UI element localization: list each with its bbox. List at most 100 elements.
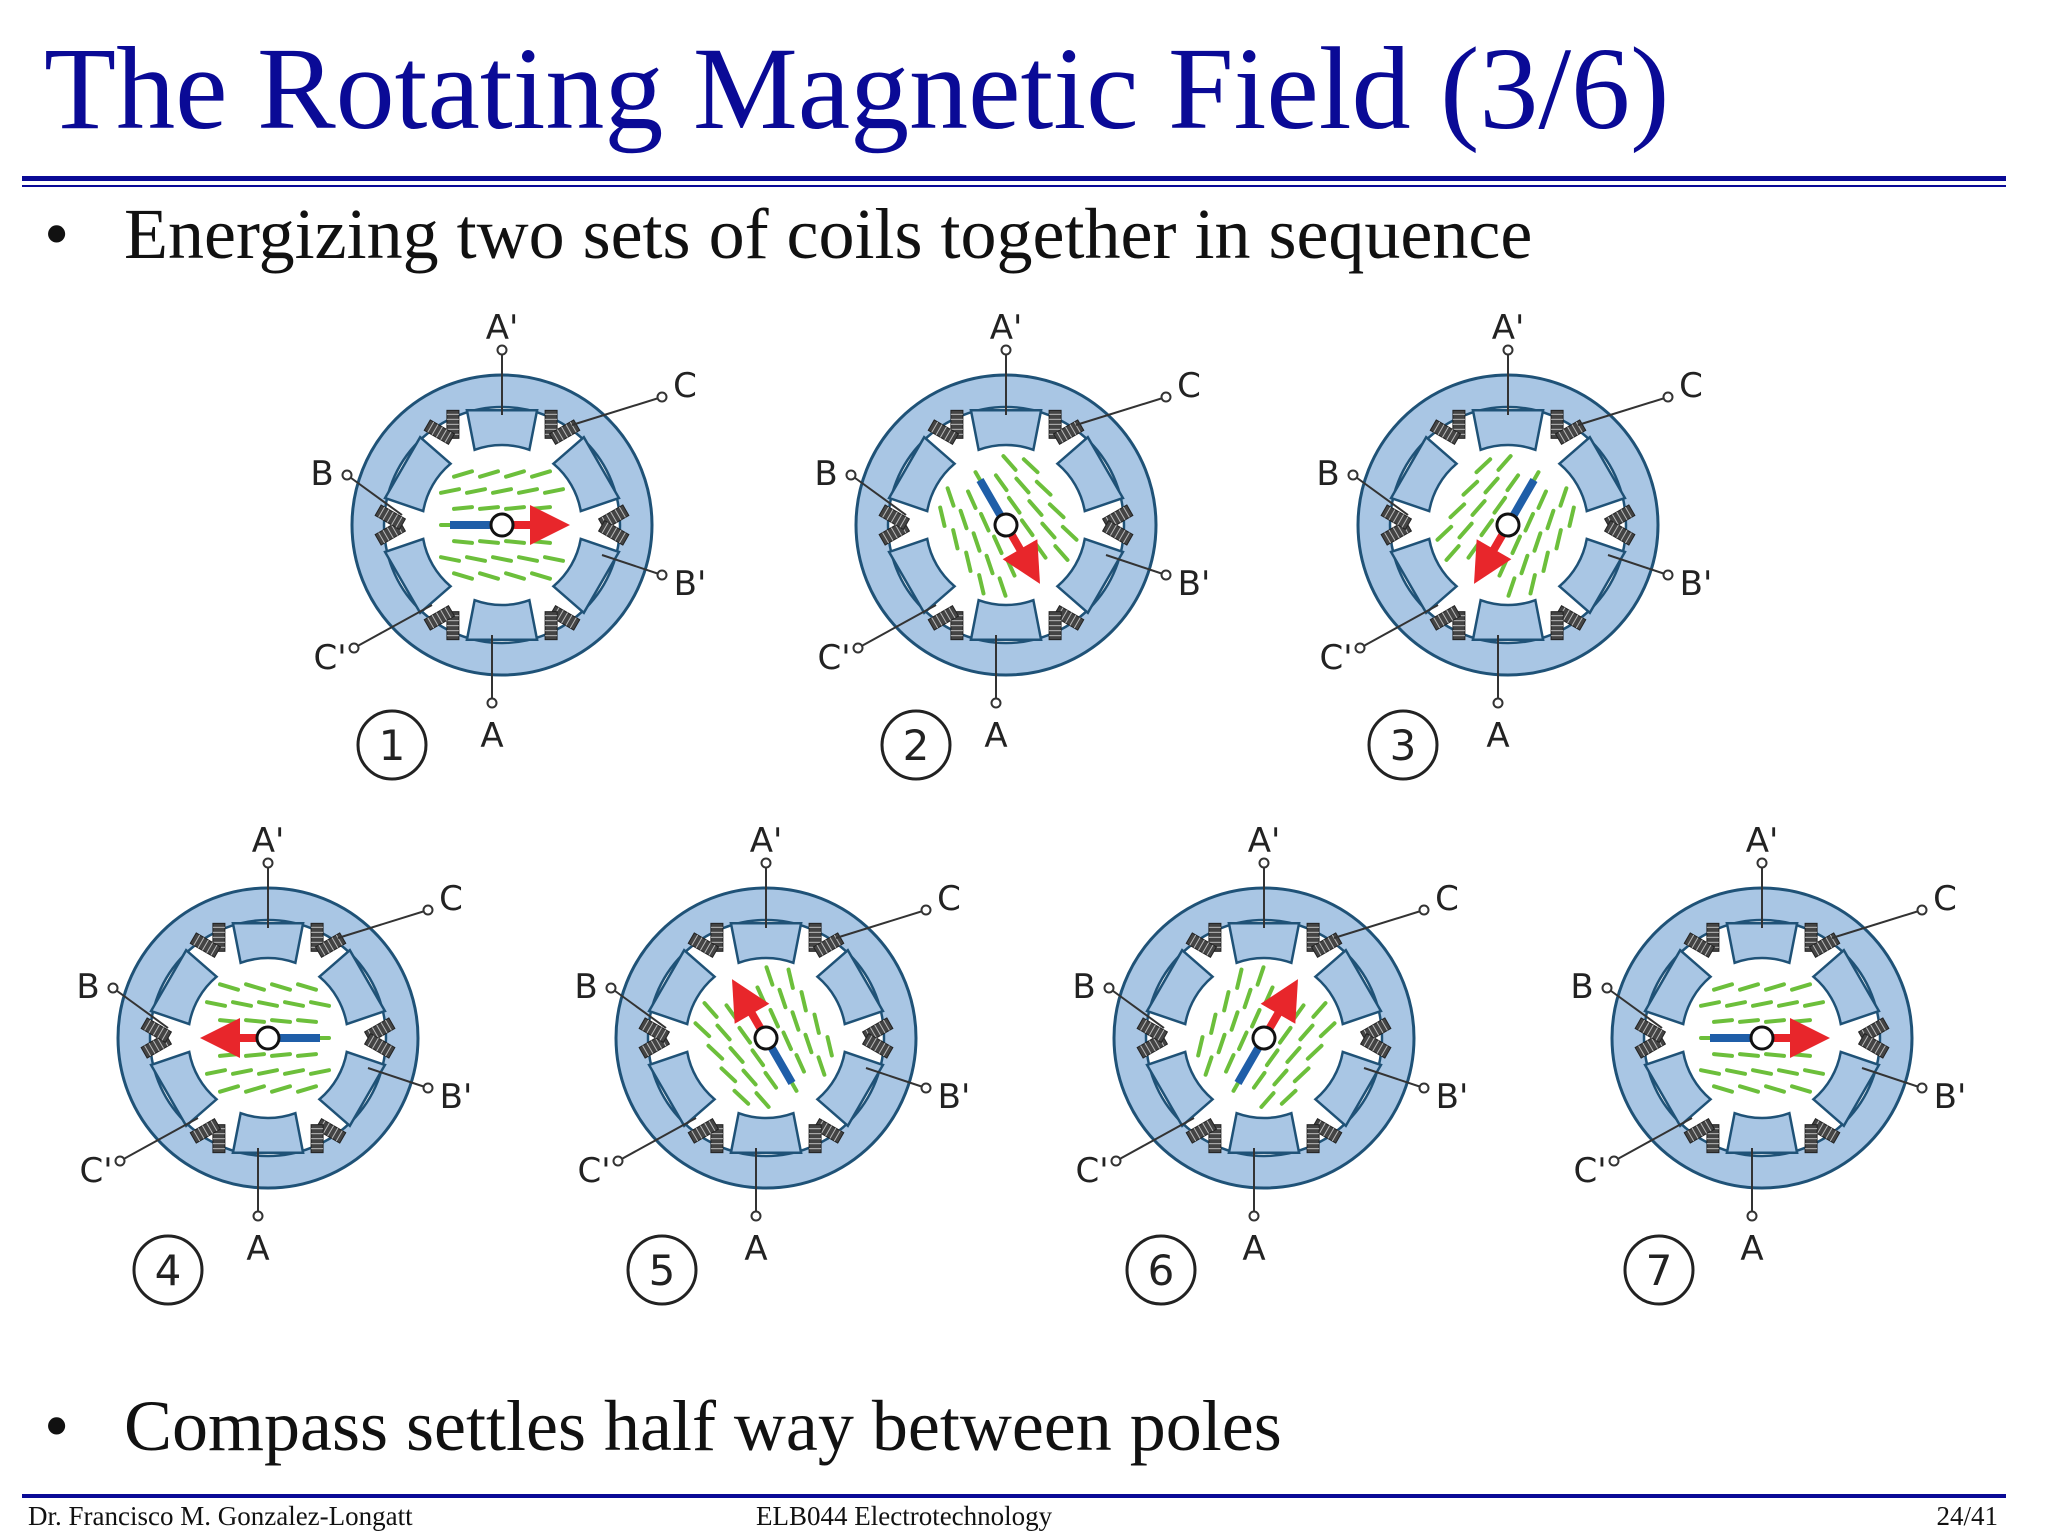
- svg-text:1: 1: [379, 721, 406, 770]
- terminal-label: C': [817, 638, 850, 678]
- coil-winding: [423, 604, 456, 631]
- coil-winding: [1634, 1017, 1667, 1044]
- footer-page: 24/41: [1936, 1501, 1998, 1531]
- terminal-node: [1662, 569, 1674, 581]
- terminal-label: B: [76, 967, 99, 1007]
- terminal-label: A': [1248, 821, 1281, 861]
- coil-winding: [812, 932, 845, 959]
- terminal-node: [1662, 391, 1674, 403]
- coil-winding: [1380, 504, 1413, 531]
- terminal-lead: [353, 604, 433, 649]
- coil-winding: [597, 519, 630, 546]
- needle-north-head: [1474, 539, 1512, 584]
- coil-winding: [1101, 519, 1134, 546]
- terminal-label: B': [938, 1077, 971, 1117]
- coil-winding: [140, 1017, 173, 1044]
- coil-winding: [1429, 419, 1462, 446]
- terminal-lead: [601, 554, 663, 576]
- terminal-label: A': [750, 821, 783, 861]
- needle-pivot: [753, 1025, 779, 1051]
- stage-number-4: 4: [132, 1234, 204, 1306]
- terminal-node: [1160, 569, 1172, 581]
- terminal-label: C: [673, 366, 697, 406]
- terminal-node: [990, 697, 1002, 709]
- terminal-label: A': [1492, 308, 1525, 348]
- terminal-label: B': [1934, 1077, 1967, 1117]
- coil-winding: [363, 1032, 396, 1059]
- stage-number-7: 7: [1623, 1234, 1695, 1306]
- rotating-field-diagram: A'CBB'C'A1A'CBB'C'A2A'CBB'C'A3A'CBB'C'A4…: [76, 308, 1967, 1306]
- terminal-lead: [1075, 396, 1167, 426]
- terminal-label: C: [1933, 879, 1957, 919]
- coil-winding: [310, 1124, 324, 1154]
- terminal-lead: [1607, 554, 1669, 576]
- coil-winding: [1185, 1117, 1218, 1144]
- coil-winding: [1359, 1032, 1392, 1059]
- coil-winding: [1550, 611, 1564, 641]
- terminal-label: A': [1746, 821, 1779, 861]
- terminal-label: B: [814, 454, 837, 494]
- terminal-label: A': [252, 821, 285, 861]
- bullet-symbol: •: [44, 194, 70, 274]
- coil-winding: [638, 1017, 671, 1044]
- svg-text:2: 2: [903, 721, 930, 770]
- compass-needle: [1474, 477, 1538, 584]
- footer-rule: [22, 1494, 2006, 1498]
- stator-pole: [969, 598, 1043, 642]
- coil-winding: [189, 1117, 222, 1144]
- stage-number-1: 1: [356, 709, 428, 781]
- terminal-lead: [1359, 604, 1439, 649]
- terminal-node: [1492, 697, 1504, 709]
- stator-pole: [1557, 435, 1627, 513]
- bullet-energizing: •Energizing two sets of coils together i…: [44, 198, 1532, 270]
- terminal-label: A': [990, 308, 1023, 348]
- terminal-lead: [1613, 1117, 1693, 1162]
- terminal-lead: [1577, 396, 1669, 426]
- terminal-node: [252, 1210, 264, 1222]
- terminal-label: C: [439, 879, 463, 919]
- terminal-node: [486, 697, 498, 709]
- terminal-lead: [850, 474, 907, 516]
- needle-pivot: [1749, 1025, 1775, 1051]
- coil-winding: [687, 1117, 720, 1144]
- coil-winding: [861, 1032, 894, 1059]
- terminal-node: [760, 857, 772, 869]
- terminal-node: [656, 391, 668, 403]
- terminal-node: [1110, 1155, 1122, 1167]
- needle-south: [1234, 1042, 1264, 1086]
- needle-north-shaft: [236, 1034, 262, 1042]
- compass-needle: [200, 1018, 320, 1058]
- coil-winding: [423, 419, 456, 446]
- terminal-lead: [835, 909, 927, 939]
- terminal-label: C': [1319, 638, 1352, 678]
- terminal-node: [1502, 344, 1514, 356]
- terminal-node: [1103, 982, 1115, 994]
- coil-winding: [1136, 1017, 1169, 1044]
- terminal-lead: [112, 987, 169, 1029]
- stator-pole: [887, 537, 957, 615]
- terminal-node: [422, 904, 434, 916]
- terminal-lead: [1363, 1067, 1425, 1089]
- coil-winding: [374, 504, 407, 531]
- terminal-node: [1601, 982, 1613, 994]
- terminal-lead: [1861, 1067, 1923, 1089]
- coil-winding: [1048, 611, 1062, 641]
- stator-pole: [1227, 921, 1301, 965]
- compass-needle: [1234, 979, 1298, 1086]
- terminal-node: [348, 642, 360, 654]
- stage-number-5: 5: [626, 1234, 698, 1306]
- coil-winding: [1306, 1124, 1320, 1154]
- terminal-label: A: [744, 1229, 767, 1269]
- terminal-node: [1418, 1082, 1430, 1094]
- coil-winding: [544, 611, 558, 641]
- terminal-node: [1000, 344, 1012, 356]
- stator-diagram-7: A'CBB'C'A7: [1570, 821, 1967, 1306]
- terminal-node: [1916, 904, 1928, 916]
- terminal-lead: [337, 909, 429, 939]
- terminal-label: A: [1740, 1229, 1763, 1269]
- coil-winding: [1052, 419, 1085, 446]
- coil-winding: [1185, 932, 1218, 959]
- coil-winding: [1683, 1117, 1716, 1144]
- stator-pole: [1389, 435, 1459, 513]
- stator-pole: [149, 1050, 219, 1128]
